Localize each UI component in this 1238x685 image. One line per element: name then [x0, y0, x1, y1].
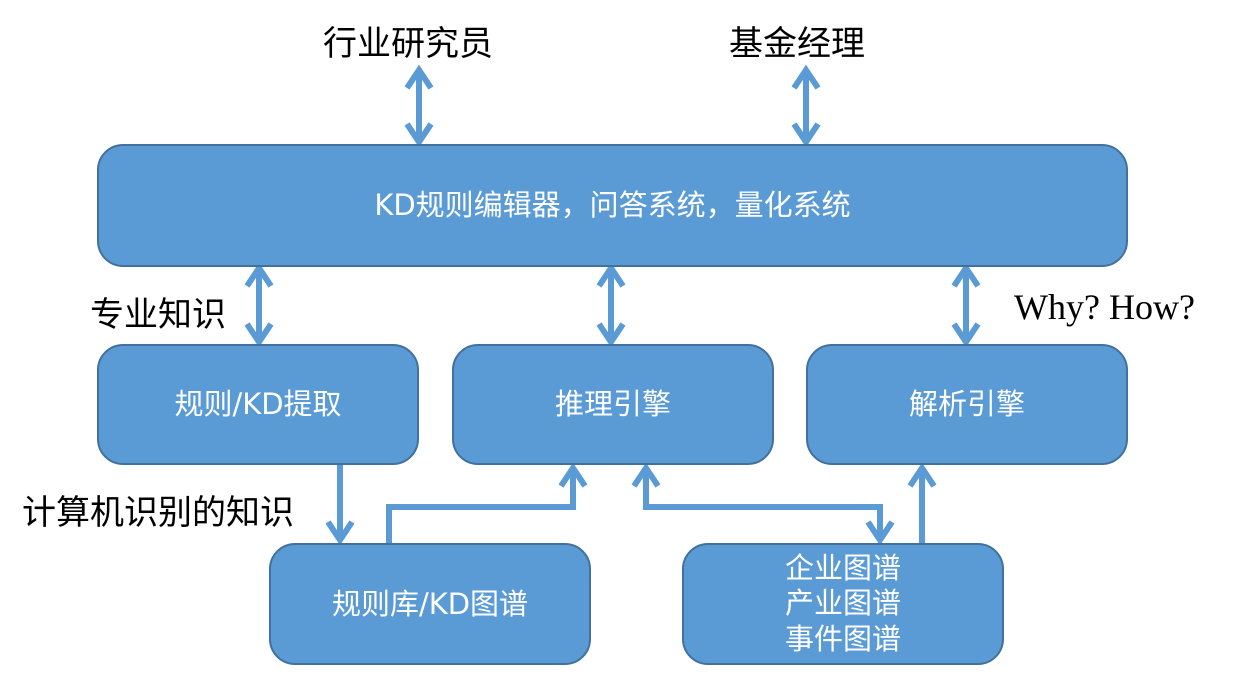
parsing-engine-box[interactable]: 解析引擎 [806, 344, 1128, 465]
reasoning-engine-box[interactable]: 推理引擎 [452, 344, 774, 465]
reasoning-engine-label: 推理引擎 [554, 387, 671, 422]
arrow-extraction-library [325, 465, 355, 546]
actor-fund-manager: 基金经理 [729, 24, 865, 64]
top-system-label: KD规则编辑器，问答系统，量化系统 [374, 188, 851, 223]
top-system-box[interactable]: KD规则编辑器，问答系统，量化系统 [97, 144, 1128, 267]
machine-knowledge-label: 计算机识别的知识 [22, 493, 294, 533]
actor-industry-researcher: 行业研究员 [323, 24, 493, 64]
arrow-top-reasoning [596, 262, 626, 348]
event-graph-label: 事件图谱 [784, 621, 901, 656]
industry-graph-label: 产业图谱 [784, 586, 901, 621]
arrow-reasoning-graphs [631, 462, 895, 546]
rule-library-box[interactable]: 规则库/KD图谱 [269, 543, 591, 665]
arrow-fundmanager-top [791, 64, 821, 148]
rule-extraction-label: 规则/KD提取 [174, 387, 342, 422]
arrow-researcher-top [404, 64, 434, 148]
arrow-top-parsing [951, 262, 981, 348]
enterprise-graph-label: 企业图谱 [784, 550, 901, 585]
rule-library-label: 规则库/KD图谱 [331, 586, 529, 621]
arrow-top-extraction [244, 262, 274, 348]
rule-extraction-box[interactable]: 规则/KD提取 [97, 344, 419, 465]
graphs-box[interactable]: 企业图谱 产业图谱 事件图谱 [682, 543, 1004, 665]
why-how-label: Why? How? [1014, 287, 1195, 327]
arrow-graphs-parsing [907, 462, 937, 543]
arrow-library-reasoning [386, 462, 588, 543]
parsing-engine-label: 解析引擎 [908, 387, 1025, 422]
domain-knowledge-label: 专业知识 [90, 295, 226, 335]
